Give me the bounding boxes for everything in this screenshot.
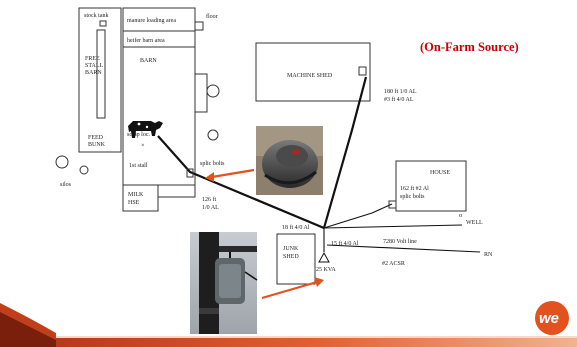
freestall-barn: stock tank FREE STALL BARN FEED BUNK [78, 7, 122, 153]
feed-bunk-label-2: BUNK [88, 142, 106, 148]
diagram-heading: (On-Farm Source) [420, 40, 519, 54]
junk-shed-label-1: JUNK [283, 246, 299, 252]
logo-text: we [539, 310, 559, 327]
junk-shed: JUNK SHED [276, 233, 316, 285]
x-mark: × [141, 142, 145, 149]
house-label: HOUSE [430, 170, 450, 176]
junk-shed-label-2: SHED [283, 254, 299, 260]
freestall-label-1: FREE [85, 56, 100, 62]
callout-arrows [205, 168, 324, 300]
freestall-label-2: STALL [85, 63, 104, 69]
milk-house-label-2: HSE [128, 200, 140, 206]
machine-wire-label-1: 180 ft 1/0 AL [384, 88, 417, 95]
machine-shed: MACHINE SHED 180 ft 1/0 AL #3 ft 4/0 AL [255, 42, 417, 103]
house-wire-label-1: 162 ft #2 Al [400, 185, 429, 192]
house-wire-label-2: splic bolts [400, 194, 425, 200]
heifer-barn-label: heifer barn area [127, 37, 165, 44]
house: HOUSE 162 ft #2 Al splic bolts o WELL [388, 160, 483, 226]
rn-label: RN [484, 252, 493, 258]
floor-label: floor [206, 13, 218, 20]
machine-shed-label: MACHINE SHED [287, 73, 333, 79]
well-marker: o [459, 212, 462, 219]
splice-bolts-label: splic bolts [200, 161, 225, 167]
utility-pole-transformer-photo [190, 232, 258, 334]
barn-label: BARN [140, 58, 157, 64]
first-stall-label: 1st stall [129, 163, 148, 169]
cow-icon [128, 121, 163, 138]
stock-tank-label: stock tank [84, 13, 109, 19]
power-quality-meter-photo [256, 126, 323, 195]
feed-bunk-label-1: FEED [88, 135, 104, 141]
barn-wire-label-1: 126 ft [202, 196, 216, 203]
well-label: WELL [466, 220, 483, 226]
manure-loading-label: manure loading area [127, 18, 176, 24]
barn-wire-label-2: 1/0 AL [202, 205, 219, 211]
silos-label: silos [60, 182, 72, 188]
service-drop-label: 15 ft 4/0 Al [331, 240, 359, 247]
acsr-label: #2 ACSR [382, 261, 405, 267]
pole-wire-label: 18 ft 4/0 Al [282, 224, 310, 231]
main-barn: manure loading area heifer barn area BAR… [122, 7, 218, 212]
freestall-label-3: BARN [85, 70, 102, 76]
service-wiring [157, 76, 481, 263]
machine-wire-label-2: #3 ft 4/0 AL [384, 96, 414, 103]
silos: silos [55, 84, 220, 188]
bottom-band [0, 303, 577, 347]
we-energies-logo: we [535, 301, 569, 335]
volt-line-label: 7280 Volt line [383, 239, 417, 245]
transformer-label: 25 KVA [316, 267, 336, 273]
scraper-label: scrap loc. [127, 132, 150, 138]
milk-house-label-1: MILK [128, 192, 144, 198]
